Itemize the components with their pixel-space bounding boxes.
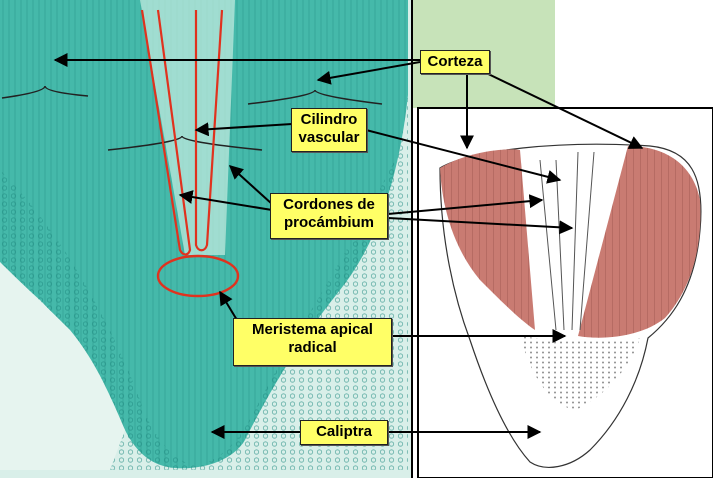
- meristem-outline: [156, 254, 240, 298]
- brace-left: [1, 85, 89, 99]
- label-meristema-line1: Meristema apical: [252, 321, 373, 338]
- cap-cell-texture: [0, 95, 408, 470]
- procambium-strand-right: [194, 9, 224, 252]
- label-corteza: Corteza: [420, 50, 490, 74]
- cortex-left-lines: [440, 149, 535, 330]
- label-cilindro-vascular: Cilindro vascular: [291, 108, 367, 152]
- label-caliptra: Caliptra: [300, 420, 388, 445]
- label-cordones-line1: Cordones de: [283, 196, 375, 213]
- cortex-right-lines: [578, 146, 701, 338]
- arrow-corteza-mid: [316, 61, 421, 85]
- column-line-b: [555, 159, 565, 331]
- arrows: [53, 53, 644, 439]
- meristem-dots: [520, 335, 640, 410]
- label-cordones-line2: procámbium: [283, 214, 374, 231]
- column-line-c: [571, 151, 579, 331]
- label-meristema-apical-radical: Meristema apical radical: [233, 318, 392, 366]
- label-corteza-text: Corteza: [427, 53, 483, 70]
- arrow-cilindro-left: [194, 122, 293, 137]
- procambium-strand-left: [140, 9, 192, 256]
- arrow-cordones-left-b: [228, 165, 273, 205]
- brace-right: [247, 89, 383, 105]
- arrow-corteza-right: [479, 69, 644, 149]
- label-cordones-procambium: Cordones de procámbium: [270, 193, 388, 239]
- column-line-d: [579, 151, 595, 331]
- micrograph-panel: [0, 0, 555, 478]
- brace-center: [107, 135, 263, 151]
- column-line-a: [539, 159, 557, 331]
- arrow-cordones-left-a: [178, 190, 273, 211]
- label-cilindro-line1: Cilindro: [300, 111, 358, 128]
- arrow-cordones-right-b: [387, 217, 574, 235]
- sloughed-cells: [0, 262, 125, 470]
- label-caliptra-text: Caliptra: [316, 423, 372, 440]
- arrow-cilindro-right: [365, 129, 562, 184]
- drawing-panel: [417, 107, 713, 478]
- label-meristema-line2: radical: [288, 339, 337, 356]
- label-cilindro-line2: vascular: [298, 129, 360, 146]
- arrow-cordones-right-a: [387, 194, 544, 215]
